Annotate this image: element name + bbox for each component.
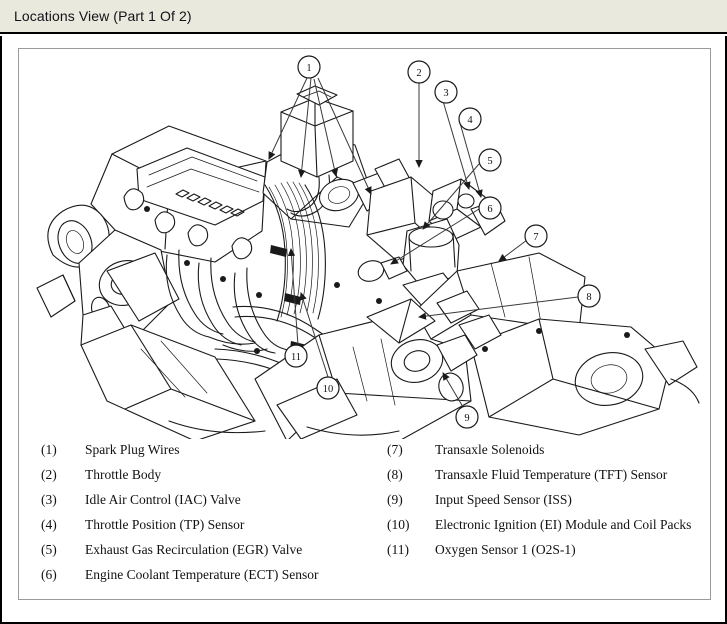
- legend-column-left: (1) Spark Plug Wires (2) Throttle Body (…: [41, 437, 371, 587]
- engine-diagram: .ln{fill:none;stroke:#1a1a1a;stroke-widt…: [19, 49, 710, 439]
- callout-marker-1: 1: [297, 55, 321, 79]
- legend-number: (1): [41, 442, 57, 457]
- legend-item: (2) Throttle Body: [41, 462, 371, 487]
- callout-label: 7: [533, 232, 538, 243]
- legend-item: (7) Transaxle Solenoids: [387, 437, 707, 462]
- callout-marker-5: 5: [478, 148, 502, 172]
- legend-label: Transaxle Fluid Temperature (TFT) Sensor: [435, 467, 668, 482]
- legend-number: (7): [387, 442, 403, 457]
- legend-item: (4) Throttle Position (TP) Sensor: [41, 512, 371, 537]
- legend-item: (3) Idle Air Control (IAC) Valve: [41, 487, 371, 512]
- legend-label: Transaxle Solenoids: [435, 442, 545, 457]
- callout-label: 1: [306, 63, 311, 74]
- callout-label: 2: [416, 68, 421, 79]
- legend-number: (4): [41, 517, 57, 532]
- legend-label: Exhaust Gas Recirculation (EGR) Valve: [85, 542, 303, 557]
- callout-marker-7: 7: [524, 224, 548, 248]
- callout-label: 9: [464, 413, 469, 424]
- legend-label: Engine Coolant Temperature (ECT) Sensor: [85, 567, 319, 582]
- legend-label: Spark Plug Wires: [85, 442, 180, 457]
- callout-label: 3: [443, 88, 448, 99]
- callout-leaders: [268, 77, 579, 408]
- engine-body-outlines: [36, 85, 700, 439]
- legend-label: Input Speed Sensor (ISS): [435, 492, 572, 507]
- callout-marker-6: 6: [478, 196, 502, 220]
- title-bar: Locations View (Part 1 Of 2): [0, 0, 727, 34]
- legend-number: (3): [41, 492, 57, 507]
- legend-label: Electronic Ignition (EI) Module and Coil…: [435, 517, 692, 532]
- legend-label: Idle Air Control (IAC) Valve: [85, 492, 241, 507]
- callout-label: 6: [487, 204, 492, 215]
- legend-number: (11): [387, 542, 409, 557]
- callout-marker-11: 11: [284, 344, 308, 368]
- callout-marker-3: 3: [434, 80, 458, 104]
- callout-label: 11: [291, 352, 301, 363]
- callout-marker-10: 10: [316, 376, 340, 400]
- callout-label: 10: [323, 384, 334, 395]
- callout-marker-4: 4: [458, 107, 482, 131]
- figure-box: .ln{fill:none;stroke:#1a1a1a;stroke-widt…: [18, 48, 711, 600]
- callout-label: 5: [487, 156, 492, 167]
- legend-label: Throttle Body: [85, 467, 162, 482]
- callout-marker-8: 8: [577, 284, 601, 308]
- callout-label: 8: [586, 292, 591, 303]
- legend-item: (1) Spark Plug Wires: [41, 437, 371, 462]
- legend-number: (9): [387, 492, 403, 507]
- legend-item: (5) Exhaust Gas Recirculation (EGR) Valv…: [41, 537, 371, 562]
- legend-label: Oxygen Sensor 1 (O2S-1): [435, 542, 576, 557]
- content-panel: .ln{fill:none;stroke:#1a1a1a;stroke-widt…: [0, 36, 727, 624]
- legend-number: (6): [41, 567, 57, 582]
- callout-markers: 1 2 3 4: [284, 55, 601, 429]
- callout-label: 4: [467, 115, 473, 126]
- legend-number: (10): [387, 517, 410, 532]
- legend-item: (6) Engine Coolant Temperature (ECT) Sen…: [41, 562, 371, 587]
- callout-marker-9: 9: [455, 405, 479, 429]
- legend-column-right: (7) Transaxle Solenoids (8) Transaxle Fl…: [387, 437, 707, 562]
- legend-number: (2): [41, 467, 57, 482]
- component-legend: (1) Spark Plug Wires (2) Throttle Body (…: [19, 437, 710, 597]
- legend-item: (10) Electronic Ignition (EI) Module and…: [387, 512, 707, 537]
- legend-item: (8) Transaxle Fluid Temperature (TFT) Se…: [387, 462, 707, 487]
- legend-item: (9) Input Speed Sensor (ISS): [387, 487, 707, 512]
- legend-label: Throttle Position (TP) Sensor: [85, 517, 245, 532]
- callout-marker-2: 2: [407, 60, 431, 84]
- legend-number: (5): [41, 542, 57, 557]
- page-title: Locations View (Part 1 Of 2): [14, 8, 192, 24]
- legend-number: (8): [387, 467, 403, 482]
- legend-item: (11) Oxygen Sensor 1 (O2S-1): [387, 537, 707, 562]
